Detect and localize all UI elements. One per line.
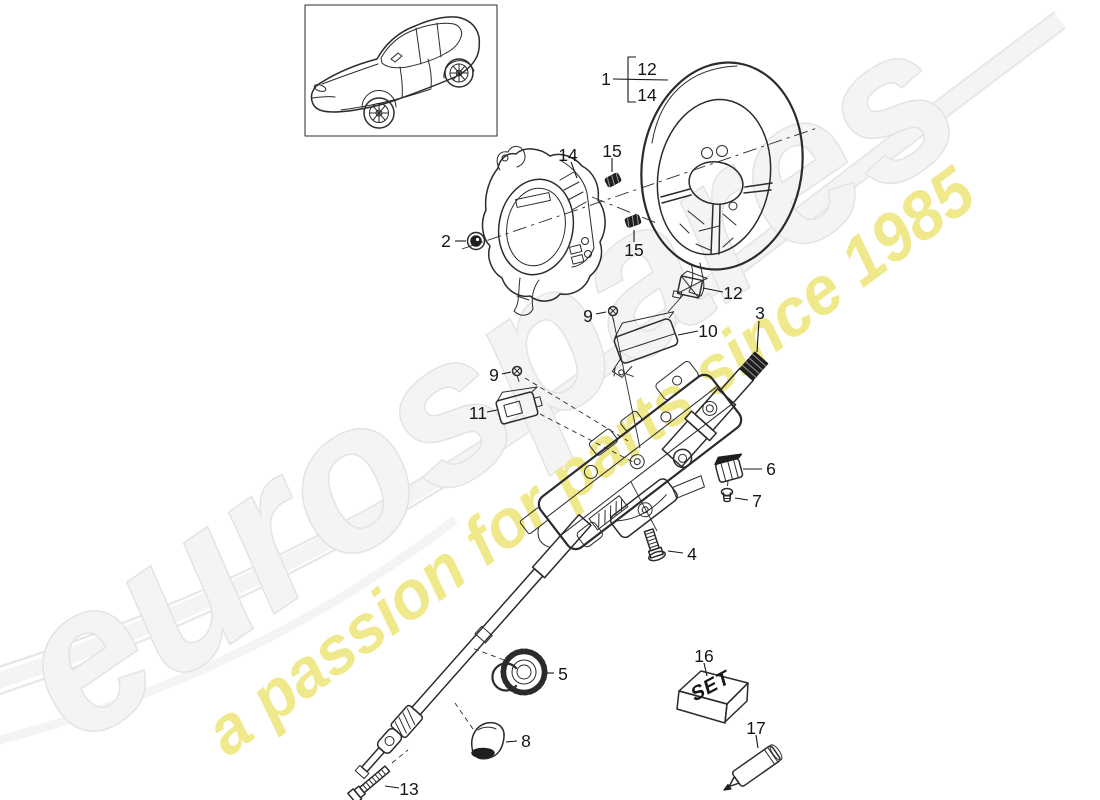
part-callout-6[interactable]: 6 [766,459,776,479]
switch-part-6 [714,453,744,483]
part-callout-12[interactable]: 12 [723,283,742,303]
callout-leader-4 [667,550,684,554]
callout-leader-7 [734,497,749,501]
callout-leader-3 [756,320,760,353]
callout-leader-12 [702,287,724,293]
part-callout-9[interactable]: 9 [489,365,499,385]
part-callout-11[interactable]: 11 [469,403,487,423]
callout-leader-11 [486,409,498,413]
part-callout-8[interactable]: 8 [521,731,531,751]
part-callout-12[interactable]: 12 [637,59,656,79]
callout-leader-13 [384,785,400,789]
screw-part-7 [720,487,734,503]
universal-joint [354,704,424,780]
bolt-part-9-upper [607,305,619,322]
part-callout-10[interactable]: 10 [698,321,718,341]
boot-part-8 [471,721,505,760]
part-callout-5[interactable]: 5 [558,664,568,684]
part-callout-7[interactable]: 7 [752,491,762,511]
part-callout-15[interactable]: 15 [624,240,643,260]
column-housing [519,360,743,551]
bolt-part-13 [347,765,391,800]
steering-wheel-part-1 [640,61,804,297]
steering-column-assembly [519,351,769,551]
part-callout-2[interactable]: 2 [441,231,451,251]
callout-leader-9 [595,311,607,315]
bushing-part-5 [491,648,548,696]
part-callout-9[interactable]: 9 [583,306,593,326]
part-callout-14[interactable]: 14 [558,145,578,165]
part-callout-14[interactable]: 14 [637,85,657,105]
callout-leader-17 [755,734,759,749]
vehicle-thumbnail [304,4,498,137]
control-module-part-10 [611,311,679,378]
callout-leader-10 [677,330,699,336]
callout-leader-1 [612,78,669,81]
callout-leader-9 [501,371,512,375]
clip-part-12 [672,270,708,299]
callout-leader-14 [570,161,578,179]
part-callout-15[interactable]: 15 [602,141,621,161]
set-screw-part-15-lower [624,214,642,228]
bolt-part-4 [643,528,666,562]
part-callout-13[interactable]: 13 [399,779,418,799]
callout-leader-16 [703,662,708,677]
screw-part-2 [466,231,486,251]
part-callout-17[interactable]: 17 [746,718,765,738]
callout-leader-8 [505,740,518,743]
part-callout-4[interactable]: 4 [687,544,697,564]
part-callout-3[interactable]: 3 [755,303,765,323]
lower-steering-shaft [354,513,592,780]
set-screw-part-15-upper [604,172,622,188]
watermark-swoosh [0,11,1066,745]
part-callout-16[interactable]: 16 [694,646,713,666]
bolt-part-9-lower [511,365,523,382]
repair-kit-part-16: SET [676,666,749,724]
trim-frame-part-14 [481,145,606,316]
set-box-label: SET [689,666,732,707]
sealant-part-17 [723,744,783,791]
part-callout-1[interactable]: 1 [601,69,611,89]
control-module-part-11 [495,386,543,425]
